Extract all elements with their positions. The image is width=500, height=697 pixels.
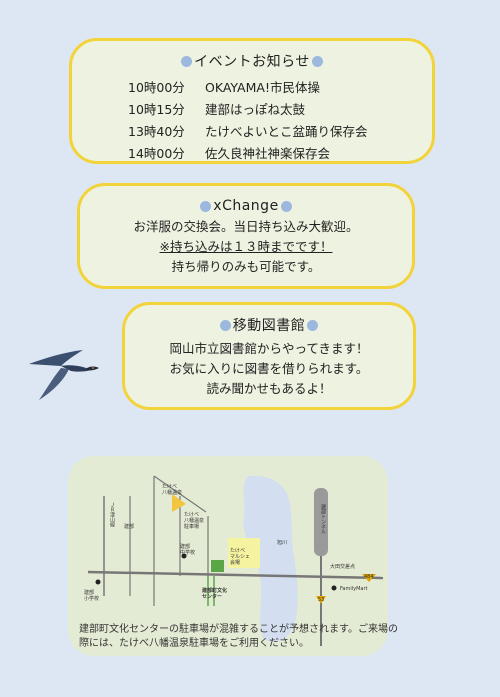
- library-line: 岡山市立図書館からやってきます！: [169, 341, 369, 356]
- library-description: 岡山市立図書館からやってきます！ お気に入りに図書を借りられます。 読み聞かせも…: [125, 339, 413, 399]
- middle-school-label: 建部中学校: [180, 543, 195, 556]
- event-list: 10時00分 OKAYAMA!市民体操 10時15分 建部はっぽね太鼓 13時4…: [128, 77, 432, 165]
- event-title: イベントお知らせ: [72, 51, 432, 71]
- onsen-parking-label: たけべ八幡温泉駐車場: [184, 512, 204, 530]
- xchange-description: お洋服の交換会。当日持ち込み大歓迎。 ※持ち込みは１３時までです！ 持ち帰りのみ…: [80, 217, 412, 277]
- xchange-title: xChange: [80, 198, 412, 214]
- library-card: 移動図書館 岡山市立図書館からやってきます！ お気に入りに図書を借りられます。 …: [122, 302, 416, 410]
- bullet-dot-icon: [311, 55, 323, 67]
- tunnel-label: 建部トンネル: [320, 503, 326, 534]
- xchange-deadline: ※持ち込みは１３時までです！: [159, 239, 333, 254]
- library-line: お気に入りに図書を借りられます。: [169, 361, 369, 376]
- side-road: [153, 475, 207, 513]
- bullet-dot-icon: [280, 200, 292, 212]
- river-shape: [243, 475, 298, 642]
- school-marker-icon: [181, 553, 187, 559]
- xchange-line: 持ち帰りのみも可能です。: [171, 259, 321, 274]
- event-time: 14時00分: [128, 146, 185, 161]
- bullet-dot-icon: [307, 319, 319, 331]
- route-484-label: 484: [364, 574, 374, 580]
- xchange-line: お洋服の交換会。当日持ち込み大歓迎。: [133, 219, 359, 234]
- event-time: 13時40分: [128, 124, 185, 139]
- elementary-school-label: 建部小学校: [84, 589, 99, 602]
- bullet-dot-icon: [200, 200, 212, 212]
- event-card: イベントお知らせ 10時00分 OKAYAMA!市民体操 10時15分 建部はっ…: [69, 38, 435, 164]
- river-label: 旭川: [277, 539, 287, 546]
- event-time: 10時00分: [128, 80, 185, 95]
- event-name: OKAYAMA!市民体操: [205, 80, 320, 95]
- list-item: 10時15分 建部はっぽね太鼓: [128, 99, 432, 121]
- store-marker-icon: [331, 585, 337, 591]
- event-name: 建部はっぽね太鼓: [205, 102, 306, 117]
- parking-note: 建部町文化センターの駐車場が混雑することが予想されます。ご来場の際には、たけべ八…: [79, 624, 398, 649]
- parking-marker-icon: [172, 494, 186, 512]
- familymart-label: FamilyMart: [340, 586, 368, 592]
- list-item: 10時00分 OKAYAMA!市民体操: [128, 77, 432, 99]
- venue-label: たけべマルシェ会場: [230, 548, 250, 566]
- xchange-card: xChange お洋服の交換会。当日持ち込み大歓迎。 ※持ち込みは１３時までです…: [77, 183, 415, 289]
- school-marker-icon: [95, 579, 101, 585]
- jr-label: ＪＲ津山線: [109, 502, 115, 527]
- library-line: 読み聞かせもあるよ！: [206, 381, 332, 396]
- culture-center-label: 建部町文化センター: [201, 587, 227, 600]
- bullet-dot-icon: [181, 55, 193, 67]
- intersection-label: 大田交差点: [330, 563, 355, 570]
- onsen-label: たけべ八幡温泉: [162, 484, 182, 496]
- station-label: 建部: [124, 523, 134, 530]
- venue-box: [228, 538, 260, 568]
- bullet-dot-icon: [219, 319, 231, 331]
- route-53-icon: [316, 596, 326, 604]
- swallow-illustration: [29, 350, 99, 400]
- access-map: 旭川 建部トンネル たけべ八幡温泉 たけべ八幡温泉駐車場 たけべマルシェ会場 建…: [68, 456, 388, 656]
- event-name: 佐久良神社神楽保存会: [205, 146, 331, 161]
- list-item: 13時40分 たけべよいとこ盆踊り保存会: [128, 121, 432, 143]
- main-road: [87, 570, 384, 580]
- culture-center-box: [211, 560, 224, 572]
- tunnel-shape: [314, 488, 328, 556]
- list-item: 14時00分 佐久良神社神楽保存会: [128, 143, 432, 165]
- library-title: 移動図書館: [125, 315, 413, 335]
- route-53-label: 53: [318, 597, 324, 603]
- route-484-icon: [362, 574, 376, 582]
- event-name: たけべよいとこ盆踊り保存会: [205, 124, 368, 139]
- event-time: 10時15分: [128, 102, 185, 117]
